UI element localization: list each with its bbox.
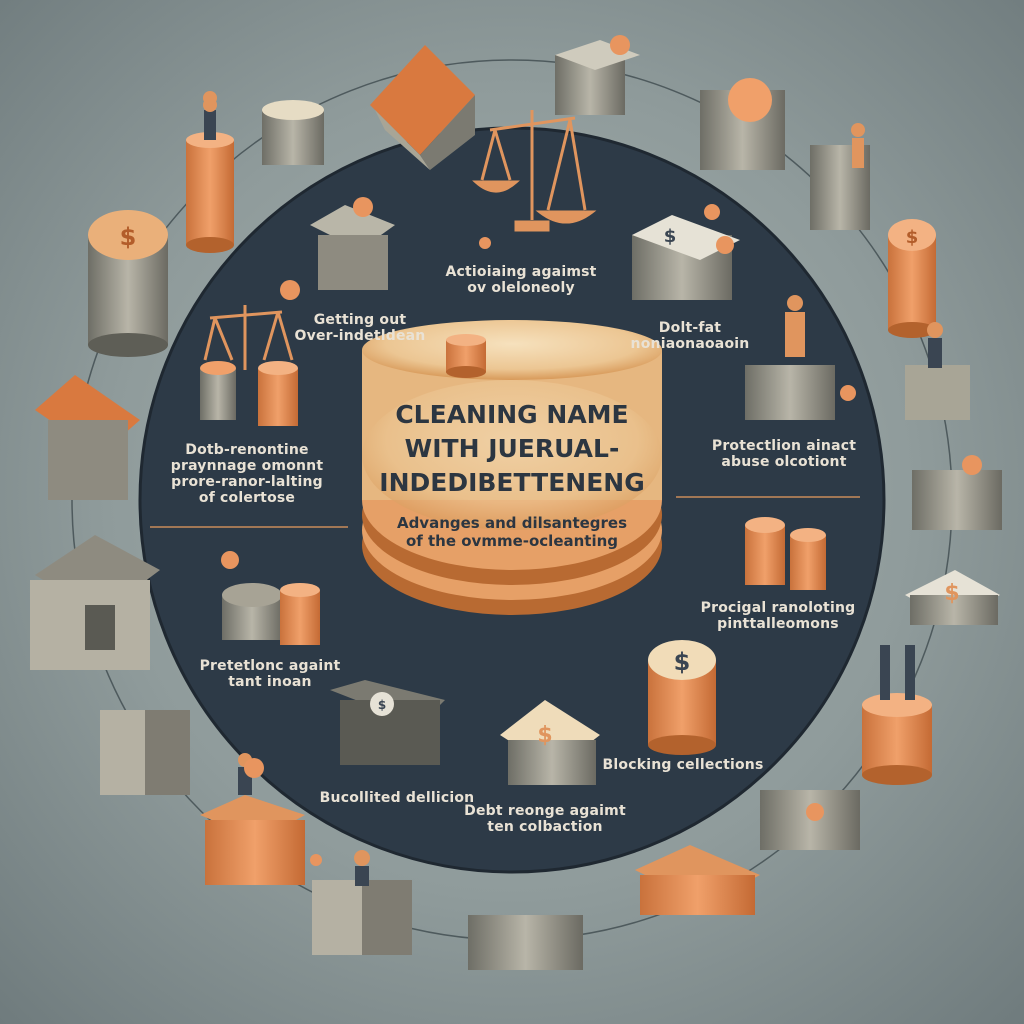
pedestal-bottom-left — [100, 710, 190, 795]
scales-icon-top — [472, 110, 597, 232]
label-lower-right: Procigal ranoloting pinttalleomons — [700, 600, 856, 632]
center-title-line: CLEANING NAME — [395, 400, 629, 429]
dollar-icon: $ — [944, 581, 959, 606]
person-figure-right-tall — [851, 123, 865, 168]
paper-stack-bottom-money — [468, 915, 583, 970]
scales-icon-left — [203, 305, 294, 370]
house-icon-upper-left — [310, 205, 395, 290]
paper-stack-money-right: $ — [632, 215, 740, 300]
label-left: Dotb-renontine praynnage omonnt prore-ra… — [170, 442, 324, 506]
label-top-center: Actioiaing agaimst ov oleloneoly — [445, 264, 597, 296]
paper-stack-bottom-left — [200, 795, 305, 885]
center-subtitle-line: of the ovmme-ocleanting — [405, 532, 619, 550]
label-right: Protectlion ainact abuse olcotiont — [711, 438, 857, 470]
person-figure-bottom — [354, 850, 370, 886]
coin-stack-top-center — [262, 100, 324, 165]
house-icon-top — [370, 45, 475, 170]
paper-stack-bottom-orange — [635, 845, 760, 915]
coin-stack-top-left — [186, 98, 234, 253]
label-bottom-left: Bucollited dellicion — [319, 790, 475, 806]
person-figure-right — [927, 322, 943, 368]
pedestal-bottom — [312, 880, 412, 955]
center-title: CLEANING NAME WITH JUERUAL- INDEDIBETTEN… — [379, 398, 644, 500]
center-title-line: INDEDIBETTENENG — [379, 468, 645, 497]
paper-stack-right-pedestal — [745, 365, 835, 420]
house-icon-left-lower — [30, 535, 160, 670]
cake-top-coin-stack — [446, 334, 486, 378]
label-upper-left: Getting out Over-indetldean — [294, 312, 426, 344]
person-figure-upper-right — [785, 295, 805, 357]
paper-stack-upper-right — [700, 78, 785, 170]
house-icon-left — [35, 375, 140, 500]
paper-stack-far-right — [912, 470, 1002, 530]
paper-stack-money-far-right: $ — [905, 570, 1000, 625]
pedestal-right — [905, 365, 970, 420]
coin-stack-right-middle — [745, 517, 826, 590]
paper-stack-bottom-center: $ — [500, 700, 600, 785]
dollar-icon: $ — [378, 698, 386, 712]
label-lower-left: Pretetlonc againt tant inoan — [199, 658, 341, 690]
dollar-icon: $ — [674, 648, 691, 676]
center-subtitle-line: Advanges and dilsantegres — [396, 514, 628, 532]
coin-stack-left-large: $ — [88, 210, 168, 357]
dollar-icon: $ — [537, 723, 552, 748]
paper-stack-bottom-right — [760, 790, 860, 850]
loose-coins — [221, 35, 982, 866]
label-upper-right: Dolt-fat noniaonaoaoin — [630, 320, 750, 352]
dollar-icon: $ — [906, 227, 919, 248]
dollar-icon: $ — [120, 223, 137, 251]
coin-stack-right-tall: $ — [888, 219, 936, 338]
coin-stack-right-edge — [862, 645, 932, 785]
person-figure-top-left — [203, 91, 217, 105]
separator-lines — [150, 496, 860, 528]
dollar-icon: $ — [664, 226, 677, 247]
center-cake — [362, 320, 662, 615]
coin-stack-lower-right: $ — [648, 640, 716, 755]
center-subtitle: Advanges and dilsantegres of the ovmme-o… — [397, 514, 627, 550]
scales-left-coins — [200, 361, 298, 426]
label-bottom-center: Debt reonge agaimt ten colbaction — [464, 803, 626, 835]
label-bottom-right: Blocking cellections — [602, 757, 764, 773]
coin-stack-lower-left — [222, 583, 320, 645]
house-icon-bottom: $ — [330, 680, 445, 765]
center-title-line: WITH JUERUAL- — [404, 434, 620, 463]
